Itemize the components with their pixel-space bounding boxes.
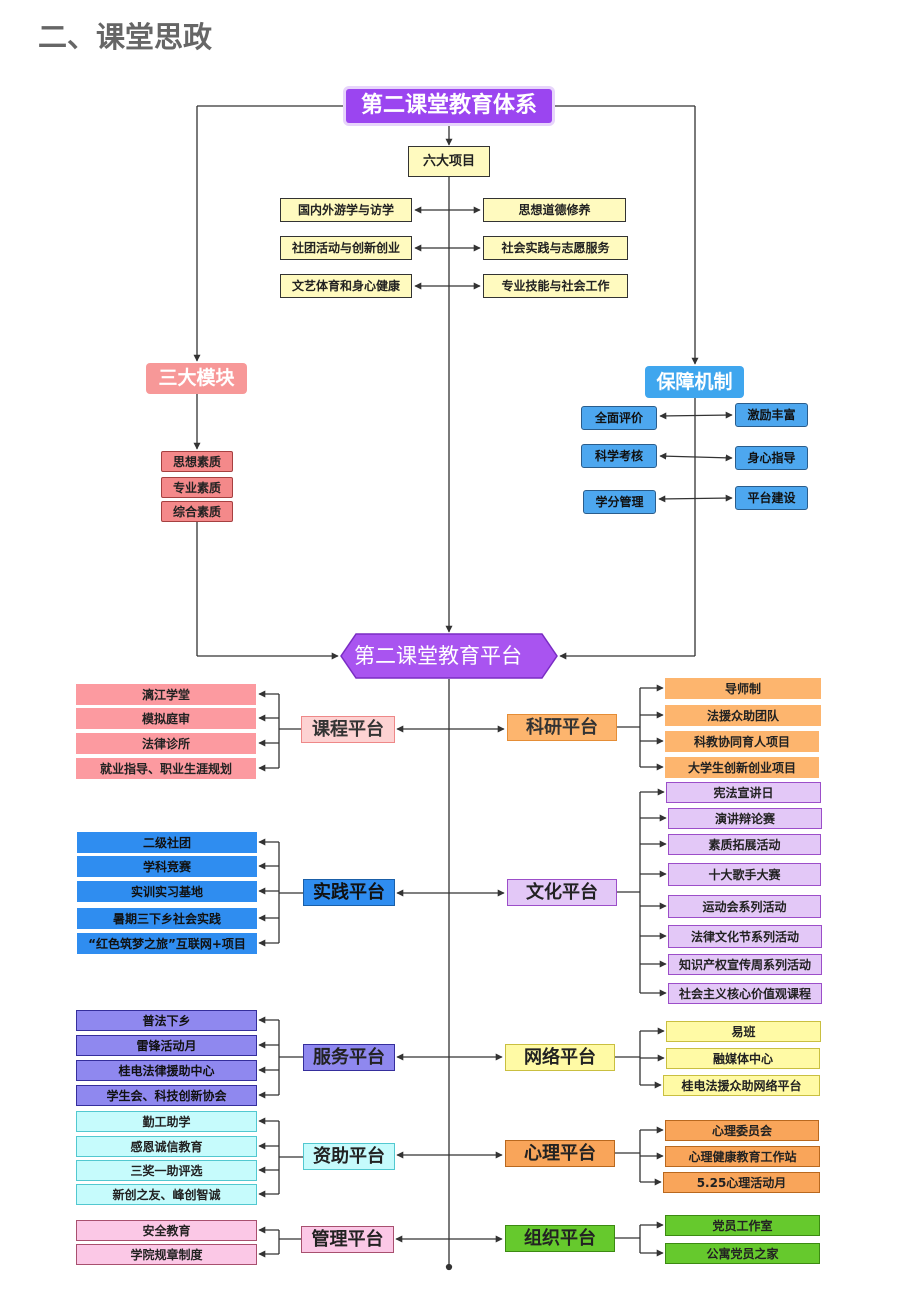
connector-line bbox=[659, 411, 733, 420]
project-box: 国内外游学与访学 bbox=[280, 198, 412, 222]
psychology-item: 5.25心理活动月 bbox=[663, 1172, 820, 1193]
course-item: 模拟庭审 bbox=[76, 708, 256, 729]
trunk-end-dot bbox=[445, 1263, 453, 1271]
practice-item: 学科竞赛 bbox=[77, 856, 257, 877]
service-item: 普法下乡 bbox=[76, 1010, 257, 1031]
service-platform-box: 服务平台 bbox=[303, 1044, 395, 1071]
culture-platform-box: 文化平台 bbox=[507, 879, 617, 906]
culture-item: 演讲辩论赛 bbox=[668, 808, 822, 829]
organization-platform-box: 组织平台 bbox=[505, 1225, 615, 1252]
project-box: 思想道德修养 bbox=[483, 198, 626, 222]
module-box: 思想素质 bbox=[161, 451, 233, 472]
guarantee-mechanism-box: 保障机制 bbox=[645, 366, 744, 398]
organization-item: 党员工作室 bbox=[665, 1215, 820, 1236]
course-item: 就业指导、职业生涯规划 bbox=[76, 758, 256, 779]
service-item: 雷锋活动月 bbox=[76, 1035, 257, 1056]
practice-item: 暑期三下乡社会实践 bbox=[77, 908, 257, 929]
mechanism-box: 科学考核 bbox=[581, 444, 657, 468]
aid-item: 三奖一助评选 bbox=[76, 1160, 257, 1181]
management-platform-box: 管理平台 bbox=[301, 1226, 394, 1253]
organization-item: 公寓党员之家 bbox=[665, 1243, 820, 1264]
culture-item: 知识产权宣传周系列活动 bbox=[668, 954, 822, 975]
research-item: 大学生创新创业项目 bbox=[665, 757, 819, 778]
course-item: 法律诊所 bbox=[76, 733, 256, 754]
education-platform-label: 第二课堂教育平台 bbox=[354, 644, 522, 668]
research-item: 科教协同育人项目 bbox=[665, 731, 819, 752]
course-item: 漓江学堂 bbox=[76, 684, 256, 705]
mechanism-box: 平台建设 bbox=[735, 486, 808, 510]
mechanism-box: 激励丰富 bbox=[735, 403, 808, 427]
culture-item: 法律文化节系列活动 bbox=[668, 925, 822, 948]
aid-item: 勤工助学 bbox=[76, 1111, 257, 1132]
network-item: 桂电法援众助网络平台 bbox=[663, 1075, 820, 1096]
mechanism-box: 学分管理 bbox=[583, 490, 656, 514]
aid-item: 感恩诚信教育 bbox=[76, 1136, 257, 1157]
page-heading: 二、课堂思政 bbox=[38, 20, 213, 54]
project-box: 文艺体育和身心健康 bbox=[280, 274, 412, 298]
connector-line bbox=[659, 452, 733, 462]
project-box: 社团活动与创新创业 bbox=[280, 236, 412, 260]
service-item: 学生会、科技创新协会 bbox=[76, 1085, 257, 1106]
aid-item: 新创之友、峰创智诚 bbox=[76, 1184, 257, 1205]
psychology-platform-box: 心理平台 bbox=[505, 1140, 615, 1167]
mechanism-box: 全面评价 bbox=[581, 406, 657, 430]
aid-platform-box: 资助平台 bbox=[303, 1143, 395, 1170]
management-item: 学院规章制度 bbox=[76, 1244, 257, 1265]
research-item: 法援众助团队 bbox=[665, 705, 821, 726]
service-item: 桂电法律援助中心 bbox=[76, 1060, 257, 1081]
culture-item: 运动会系列活动 bbox=[668, 895, 821, 918]
three-modules-box: 三大模块 bbox=[146, 363, 247, 394]
culture-item: 十大歌手大赛 bbox=[668, 863, 821, 886]
research-item: 导师制 bbox=[665, 678, 821, 699]
culture-item: 宪法宣讲日 bbox=[666, 782, 821, 803]
six-projects-box: 六大项目 bbox=[408, 146, 490, 177]
network-item: 融媒体中心 bbox=[666, 1048, 820, 1069]
psychology-item: 心理委员会 bbox=[665, 1120, 819, 1141]
module-box: 综合素质 bbox=[161, 501, 233, 522]
education-system-box: 第二课堂教育体系 bbox=[346, 89, 552, 123]
culture-item: 社会主义核心价值观课程 bbox=[668, 983, 822, 1004]
module-box: 专业素质 bbox=[161, 477, 233, 498]
practice-item: 二级社团 bbox=[77, 832, 257, 853]
project-box: 社会实践与志愿服务 bbox=[483, 236, 628, 260]
mechanism-box: 身心指导 bbox=[735, 446, 808, 470]
course-platform-box: 课程平台 bbox=[301, 716, 395, 743]
research-platform-box: 科研平台 bbox=[507, 714, 617, 741]
connector-line bbox=[658, 494, 733, 503]
psychology-item: 心理健康教育工作站 bbox=[665, 1146, 820, 1167]
practice-item: “红色筑梦之旅”互联网+项目 bbox=[77, 933, 257, 954]
practice-platform-box: 实践平台 bbox=[303, 879, 395, 906]
culture-item: 素质拓展活动 bbox=[668, 834, 821, 855]
network-platform-box: 网络平台 bbox=[505, 1044, 615, 1071]
network-item: 易班 bbox=[666, 1021, 821, 1042]
practice-item: 实训实习基地 bbox=[77, 881, 257, 902]
management-item: 安全教育 bbox=[76, 1220, 257, 1241]
education-platform-hexagon bbox=[340, 633, 558, 679]
project-box: 专业技能与社会工作 bbox=[483, 274, 628, 298]
